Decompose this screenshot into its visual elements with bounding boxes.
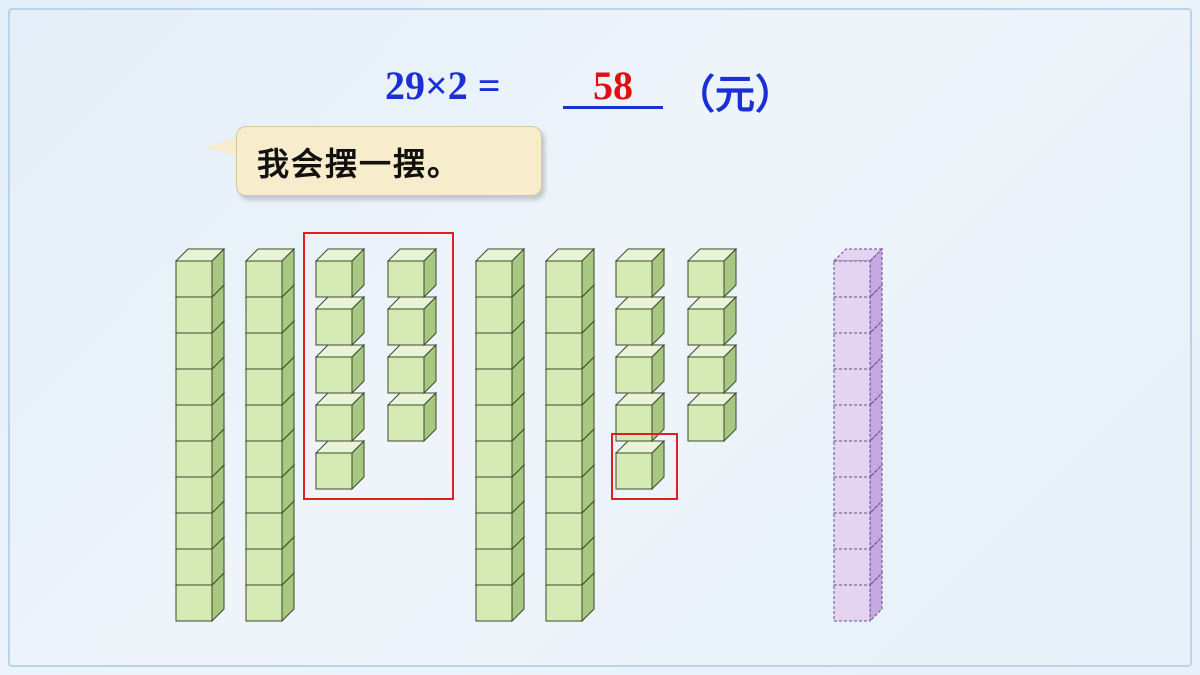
ten-rod-group1-2-cube-1 — [244, 247, 296, 299]
unit-column-group1-2-cube-2 — [386, 295, 438, 347]
unit-column-group2-1-cube-2 — [614, 295, 666, 347]
ten-rod-group2-2-cube-1 — [544, 247, 596, 299]
unit-column-group2-2-cube-1 — [686, 247, 738, 299]
unit-column-group1-2-cube-1 — [386, 247, 438, 299]
unit-column-group2-2-cube-2 — [686, 295, 738, 347]
unit-column-group1-1-cube-5 — [314, 439, 366, 491]
answer-blank — [563, 106, 663, 109]
speech-bubble: 我会摆一摆。 — [236, 126, 542, 196]
unit-column-group1-1-cube-1 — [314, 247, 366, 299]
unit-column-group2-1-cube-5 — [614, 439, 666, 491]
equation-answer: 58 — [593, 63, 633, 108]
unit-column-group1-1-cube-4 — [314, 391, 366, 443]
highlight-box-nine-units — [303, 232, 454, 500]
speech-bubble-text: 我会摆一摆。 — [257, 145, 462, 183]
unit-column-group1-2-cube-4 — [386, 391, 438, 443]
ten-rod-group1-1-cube-1 — [174, 247, 226, 299]
unit-column-group2-1-cube-4 — [614, 391, 666, 443]
unit-column-group2-2-cube-4 — [686, 391, 738, 443]
equation-lhs: 29×2 = — [385, 63, 501, 108]
unit-column-group1-1-cube-3 — [314, 343, 366, 395]
unit-column-group2-1-cube-1 — [614, 247, 666, 299]
speech-bubble-tail — [205, 138, 237, 156]
equation-unit: （元） — [675, 72, 795, 117]
dashed-ten-rod-cube-1 — [832, 247, 884, 299]
equation: 29×2 = 58 （元） — [385, 58, 815, 118]
highlight-box-one-unit — [611, 433, 678, 500]
ten-rod-group2-1-cube-9 — [474, 535, 526, 587]
unit-column-group2-2-cube-3 — [686, 343, 738, 395]
unit-column-group2-1-cube-3 — [614, 343, 666, 395]
ten-rod-group2-1-cube-1 — [474, 247, 526, 299]
unit-column-group1-1-cube-2 — [314, 295, 366, 347]
unit-column-group1-2-cube-3 — [386, 343, 438, 395]
